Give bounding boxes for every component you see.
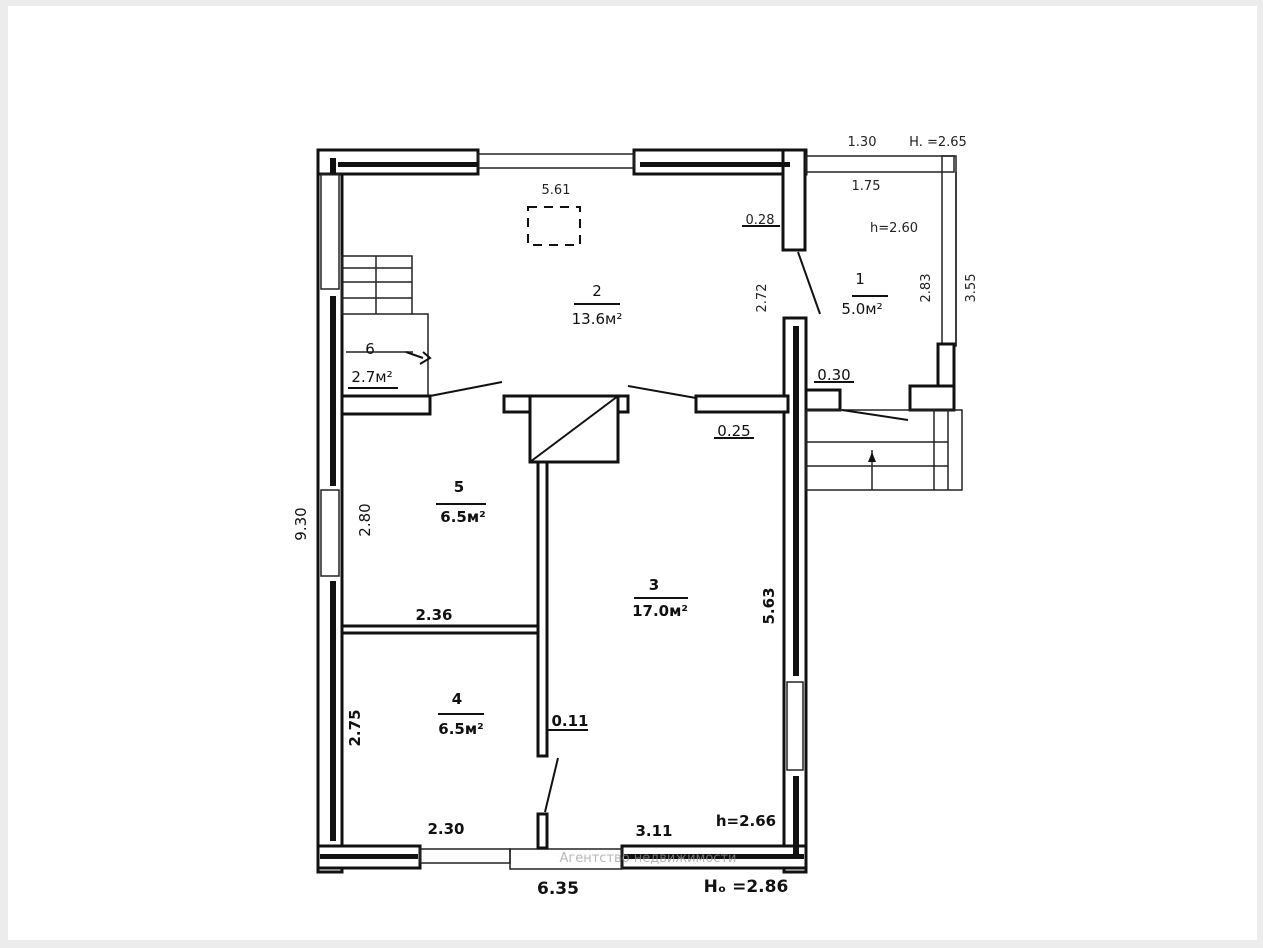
room-5-area: 6.5м²: [440, 508, 485, 526]
room-6-area: 2.7м²: [351, 368, 392, 386]
room-1-area: 5.0м²: [841, 300, 882, 318]
interior-partitions: [340, 251, 821, 850]
room-1-number: 1: [855, 270, 865, 288]
dim-annex-top: 1.30: [848, 135, 877, 150]
room-2-number: 2: [592, 282, 602, 300]
dim-total-height: 9.30: [292, 507, 310, 540]
dim-ceiling-main: h=2.66: [716, 812, 776, 830]
room-6-number: 6: [365, 340, 375, 358]
dimension-underlines: [348, 225, 888, 731]
room-5-number: 5: [454, 478, 464, 496]
dim-top-width: 5.61: [542, 183, 571, 198]
dim-annex-ceiling: h=2.60: [870, 221, 918, 236]
room-4-area: 6.5м²: [438, 720, 483, 738]
dim-bottom-right: 3.11: [635, 822, 672, 840]
room-4-number: 4: [452, 690, 462, 708]
dim-room3-depth: 5.63: [760, 587, 778, 624]
dim-wall-025: 0.25: [717, 422, 750, 440]
dim-room4-depth: 2.75: [346, 709, 364, 746]
entrance-steps: [805, 409, 963, 491]
dim-annex-outer: 3.55: [964, 274, 979, 303]
dim-bottom-left: 2.30: [427, 820, 464, 838]
dim-room2-depth: 2.72: [755, 284, 770, 313]
drawing-sheet: 1 5.0м² 2 13.6м² 3 17.0м² 4 6.5м² 5 6.5м…: [8, 6, 1257, 940]
annex-walls: [804, 155, 957, 412]
dim-step-030: 0.30: [817, 366, 850, 384]
dim-wall-028: 0.28: [746, 213, 775, 228]
ceiling-hatch: [527, 206, 581, 246]
room-labels: 1 5.0м² 2 13.6м² 3 17.0м² 4 6.5м² 5 6.5м…: [351, 270, 882, 738]
floor-plan: 1 5.0м² 2 13.6м² 3 17.0м² 4 6.5м² 5 6.5м…: [292, 135, 979, 899]
watermark: Агентство недвижимости: [560, 851, 737, 866]
dim-partition-width: 2.36: [415, 606, 452, 624]
dim-annex-inner: 1.75: [852, 179, 881, 194]
dim-partition-thickness: 0.11: [551, 712, 588, 730]
dim-total-width: 6.35: [537, 879, 579, 899]
dim-room5-depth: 2.80: [356, 503, 374, 536]
dim-annex-h-top: H. =2.65: [909, 135, 967, 150]
dim-annex-depth: 2.83: [919, 274, 934, 303]
room-2-area: 13.6м²: [572, 310, 623, 328]
staircase: [341, 255, 432, 398]
room-3-number: 3: [649, 576, 659, 594]
exterior-walls: [316, 148, 808, 874]
room-3-area: 17.0м²: [632, 602, 688, 620]
dimension-labels: 5.61 1.30 H. =2.65 1.75 h=2.60 0.28 2.83…: [292, 135, 979, 899]
dim-outer-height: Hₒ =2.86: [704, 877, 789, 897]
